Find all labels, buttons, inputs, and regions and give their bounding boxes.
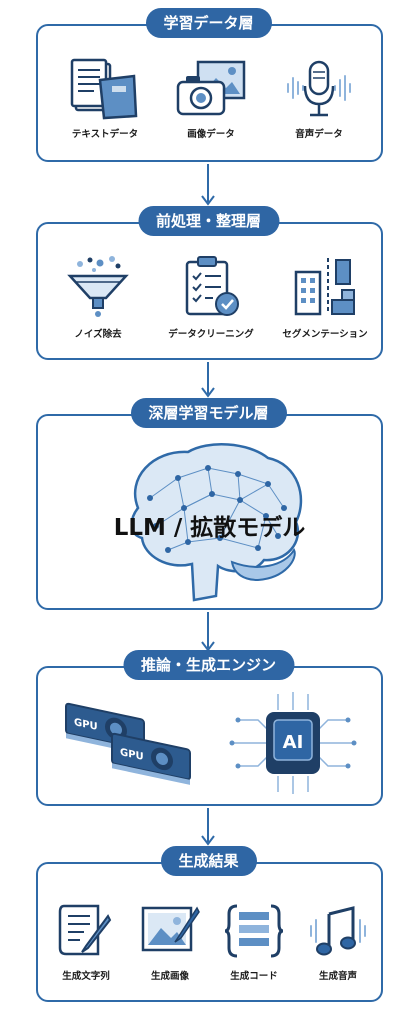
inference-layer-box: GPU GPU AI [36,666,383,806]
ai-chip-icon: AI [229,692,357,794]
preprocess-layer-box: ノイズ除去 データクリーニング セグメンテーション [36,222,383,360]
arrow-down-icon [201,612,215,652]
segmentation-blocks-icon [294,258,355,316]
arrow-down-icon [201,808,215,846]
preprocess-layer-title: 前処理・整理層 [137,206,280,236]
segmentation-item: セグメンテーション [270,254,380,340]
noise-removal-item: ノイズ除去 [48,254,148,340]
checklist-clipboard-icon [185,256,239,316]
generated-audio-label: 生成音声 [318,971,357,982]
filter-funnel-icon [67,256,129,317]
generated-code-item: 生成コード [212,900,296,982]
text-data-item: テキストデータ [60,58,150,140]
generated-code-label: 生成コード [230,971,278,982]
output-layer-title: 生成結果 [160,846,257,876]
image-data-item: 画像データ [166,58,256,140]
gpu-label-1: GPU [74,717,98,733]
data-layer-box: テキストデータ 画像データ 音声データ [36,24,383,162]
microphone-icon [287,60,351,117]
text-data-label: テキストデータ [71,129,139,140]
image-brush-icon [141,906,200,952]
inference-layer-title: 推論・生成エンジン [122,650,295,680]
gpu-label-2: GPU [120,747,144,763]
model-layer-box: LLM / 拡散モデル [36,414,383,610]
data-layer-title: 学習データ層 [145,8,272,38]
generated-audio-item: 生成音声 [296,900,380,982]
audio-data-item: 音声データ [274,58,364,140]
output-layer-box: 生成文字列 生成画像 生成コード [36,862,383,1002]
ai-chip-label: AI [283,732,304,753]
data-cleaning-label: データクリーニング [168,329,254,340]
generated-image-label: 生成画像 [150,971,189,982]
audio-data-label: 音声データ [295,129,343,140]
camera-image-icon [176,60,246,116]
brain-network-icon [130,443,303,602]
scroll-pen-icon [58,904,112,956]
code-braces-icon [224,904,284,958]
generated-image-item: 生成画像 [128,900,212,982]
noise-removal-label: ノイズ除去 [74,329,122,340]
data-cleaning-item: データクリーニング [156,254,266,340]
arrow-down-icon [201,164,215,206]
generated-text-label: 生成文字列 [62,971,110,982]
gpu-card-icon: GPU GPU [65,702,191,785]
arrow-down-icon [201,362,215,398]
generated-text-item: 生成文字列 [44,900,128,982]
music-note-icon [310,906,366,956]
model-center-text: LLM / 拡散モデル [113,515,306,541]
segmentation-label: セグメンテーション [282,329,368,340]
image-data-label: 画像データ [187,129,235,140]
document-book-icon [70,58,138,120]
model-layer-title: 深層学習モデル層 [130,398,287,428]
